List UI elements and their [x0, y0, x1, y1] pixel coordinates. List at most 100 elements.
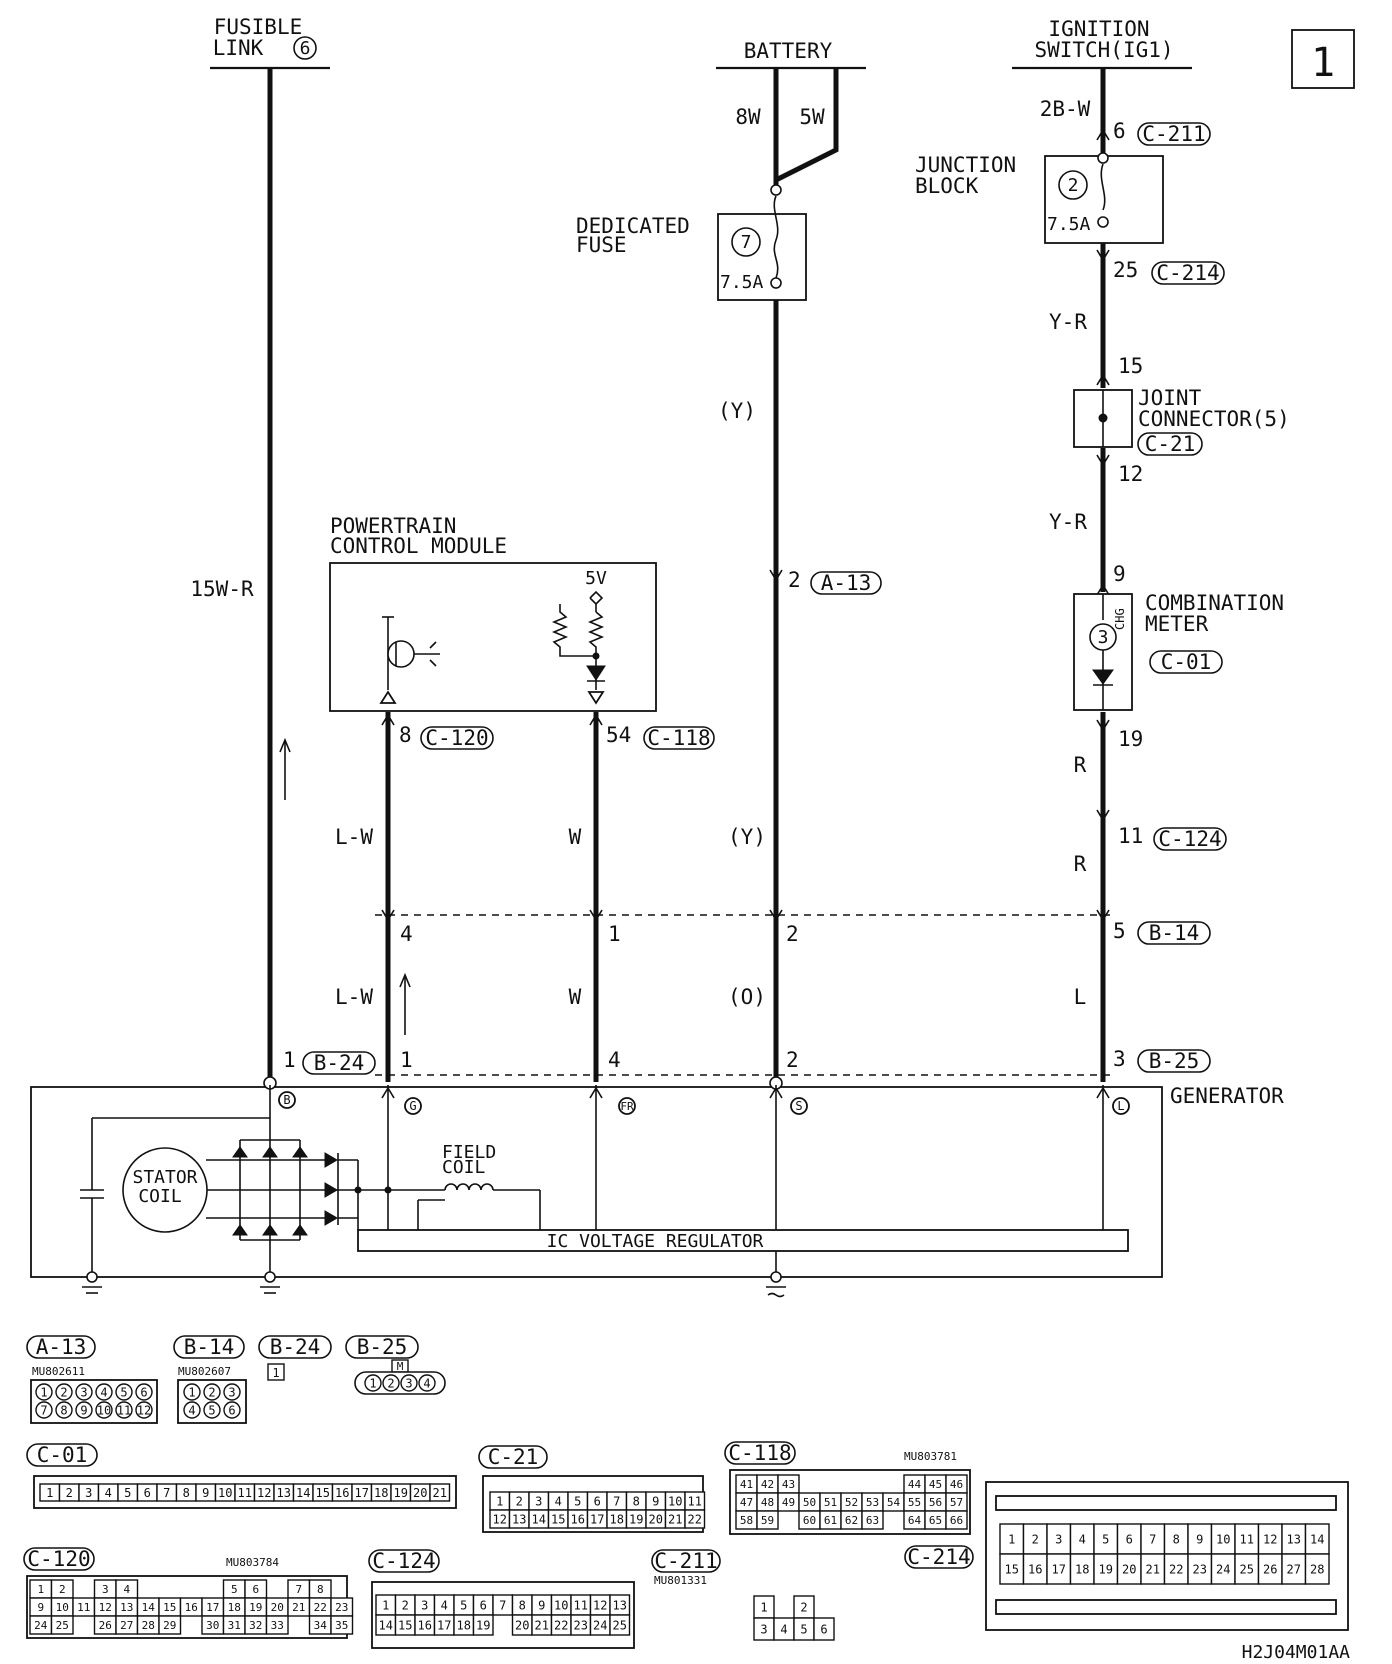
connector-pin-label: 15	[551, 1512, 565, 1526]
connector-pin-label: 15	[163, 1601, 176, 1614]
svg-text:7.5A: 7.5A	[720, 272, 764, 293]
connector-pin-label: 3	[760, 1622, 767, 1636]
connector-pin-label: 18	[228, 1601, 241, 1614]
svg-text:2: 2	[786, 922, 799, 946]
svg-text:C-118: C-118	[728, 1441, 791, 1465]
svg-text:IC VOLTAGE REGULATOR: IC VOLTAGE REGULATOR	[547, 1231, 764, 1252]
connector-pin-label: 23	[1193, 1562, 1207, 1576]
connector-pin-label: 49	[782, 1496, 795, 1509]
battery-source: BATTERY 8W 5W	[716, 39, 866, 129]
svg-text:MU801331: MU801331	[654, 1574, 707, 1587]
connector-pin-label: 18	[457, 1618, 471, 1632]
connector-pin-label: 45	[929, 1478, 942, 1491]
svg-text:C-120: C-120	[425, 726, 488, 750]
svg-text:15W-R: 15W-R	[190, 577, 254, 601]
connector-pin-label: 25	[1240, 1562, 1254, 1576]
connector-pin-cell	[55, 1383, 73, 1401]
connector-pin-label: 4	[780, 1622, 787, 1636]
connector-pin-cell	[472, 1614, 494, 1636]
connector-pin-cell	[75, 1401, 93, 1419]
svg-text:C-124: C-124	[372, 1549, 435, 1573]
connector-pin-label: 43	[782, 1478, 795, 1491]
svg-text:6: 6	[300, 38, 311, 59]
connector-pin-cell	[35, 1383, 53, 1401]
svg-text:8W: 8W	[735, 105, 761, 129]
svg-text:(O): (O)	[728, 985, 766, 1009]
svg-text:15: 15	[1118, 354, 1143, 378]
svg-text:B-14: B-14	[1149, 921, 1200, 945]
svg-text:COIL: COIL	[442, 1157, 486, 1178]
connector-pin-cell	[95, 1401, 113, 1419]
connector-pin-label: 18	[374, 1486, 388, 1500]
connector-pin-label: 61	[824, 1514, 837, 1527]
connector-pin-cell	[35, 1401, 53, 1419]
connector-pin-label: 53	[866, 1496, 879, 1509]
connector-pin-label: 3	[421, 1598, 428, 1612]
svg-text:FIELD: FIELD	[442, 1142, 496, 1163]
svg-text:S: S	[795, 1099, 802, 1113]
connector-pin-label: 47	[740, 1496, 753, 1509]
connector-pin-cell	[223, 1383, 241, 1401]
connector-pin-label: 4	[1079, 1532, 1086, 1546]
svg-text:2: 2	[1068, 175, 1079, 196]
connector-pin-label: 19	[394, 1486, 408, 1500]
connector-pin-label: 2	[60, 1385, 67, 1399]
connector-pin-label: 4	[423, 1376, 430, 1390]
connector-pin-label: 4	[123, 1583, 130, 1596]
connector-pin-label: 6	[144, 1486, 151, 1500]
svg-text:M: M	[397, 1360, 404, 1373]
svg-text:B-25: B-25	[1149, 1049, 1200, 1073]
connector-pin-cell	[95, 1383, 113, 1401]
connector-pin-label: 11	[688, 1494, 702, 1508]
connector-pin-label: 16	[418, 1618, 432, 1632]
connector-pin-label: 21	[433, 1486, 447, 1500]
connector-pin-label: 22	[314, 1601, 327, 1614]
connector-pin-label: 2	[66, 1486, 73, 1500]
svg-text:3: 3	[1113, 1047, 1126, 1071]
connector-pin-label: 8	[519, 1598, 526, 1612]
svg-text:C-118: C-118	[647, 726, 710, 750]
connector-pin-label: 18	[610, 1512, 624, 1526]
connector-pin-label: 5	[231, 1583, 238, 1596]
connector-pin-label: 21	[292, 1601, 305, 1614]
svg-text:W: W	[569, 985, 582, 1009]
connector-pin-label: 10	[218, 1486, 232, 1500]
svg-text:MU802607: MU802607	[178, 1365, 231, 1378]
connector-pin-cell	[75, 1383, 93, 1401]
connector-pin-label: 7	[163, 1486, 170, 1500]
connector-pin-label: 21	[1146, 1562, 1160, 1576]
connector-pin-label: 35	[335, 1619, 348, 1632]
svg-text:9: 9	[1113, 562, 1126, 586]
connector-pin-label: 24	[1216, 1562, 1230, 1576]
svg-text:B-24: B-24	[314, 1051, 365, 1075]
connector-pin-label: 9	[652, 1494, 659, 1508]
connector-pin-label: 13	[613, 1598, 627, 1612]
svg-text:STATOR: STATOR	[132, 1167, 197, 1188]
connector-pin-label: 15	[316, 1486, 330, 1500]
connector-pin-label: 8	[633, 1494, 640, 1508]
connector-pin-label: 33	[271, 1619, 284, 1632]
ground-symbols	[82, 1271, 786, 1298]
svg-text:1: 1	[1311, 40, 1335, 86]
connector-pin-label: 48	[761, 1496, 774, 1509]
connector-pin-cell	[429, 1483, 451, 1502]
svg-text:(Y): (Y)	[728, 825, 766, 849]
svg-text:SWITCH(IG1): SWITCH(IG1)	[1034, 38, 1173, 62]
svg-text:MU803784: MU803784	[226, 1556, 279, 1569]
connector-pin-label: 34	[314, 1619, 328, 1632]
connector-pin-label: 2	[1032, 1532, 1039, 1546]
connector-pin-label: 17	[206, 1601, 219, 1614]
connector-pin-label: 7	[40, 1403, 47, 1417]
connector-pin-label: 24	[593, 1618, 607, 1632]
svg-text:CHG: CHG	[1113, 608, 1127, 630]
connector-pin-label: 22	[554, 1618, 568, 1632]
connector-pin-label: 59	[761, 1514, 774, 1527]
connector-pin-label: 25	[56, 1619, 69, 1632]
connector-pin-label: 7	[1149, 1532, 1156, 1546]
connector-pin-label: 25	[613, 1618, 627, 1632]
svg-text:4: 4	[608, 1048, 621, 1072]
connector-pin-label: 9	[202, 1486, 209, 1500]
